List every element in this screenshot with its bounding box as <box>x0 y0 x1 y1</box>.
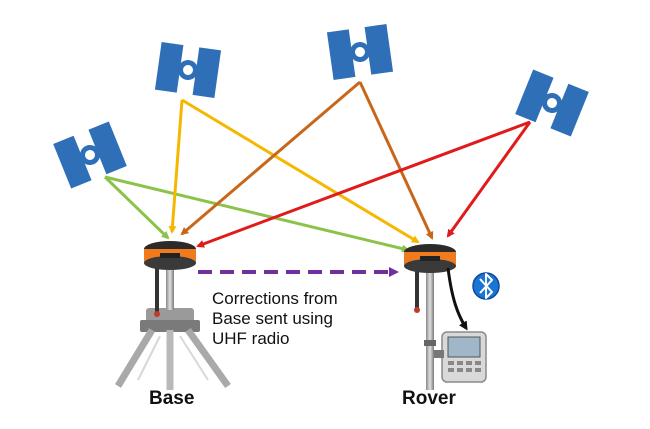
caption-line-1: Corrections from <box>212 289 338 308</box>
tripod-icon <box>115 308 231 390</box>
handheld-controller-icon <box>434 331 487 383</box>
signal-lines-sat4 <box>196 120 532 248</box>
caption-line-3: UHF radio <box>212 329 290 348</box>
bluetooth-icon <box>472 272 500 300</box>
bluetooth-link-arrow <box>446 267 468 331</box>
rover-label: Rover <box>402 388 456 409</box>
signal-lines-sat3 <box>180 80 434 240</box>
base-pole <box>166 270 174 310</box>
satellite-icon-3 <box>326 24 394 80</box>
signal-lines-sat2 <box>168 98 420 244</box>
base-radio-antenna <box>154 266 160 317</box>
caption-line-2: Base sent using <box>212 309 333 328</box>
rover-gnss-receiver-icon <box>404 244 456 273</box>
base-label: Base <box>149 388 195 409</box>
signal-lines-sat1 <box>103 175 410 253</box>
satellite-icon-2 <box>154 42 222 98</box>
rover-pole <box>426 272 434 390</box>
rover-radio-antenna <box>414 268 420 313</box>
base-gnss-receiver-icon <box>144 241 196 270</box>
corrections-caption: Corrections from Base sent using UHF rad… <box>212 289 412 349</box>
